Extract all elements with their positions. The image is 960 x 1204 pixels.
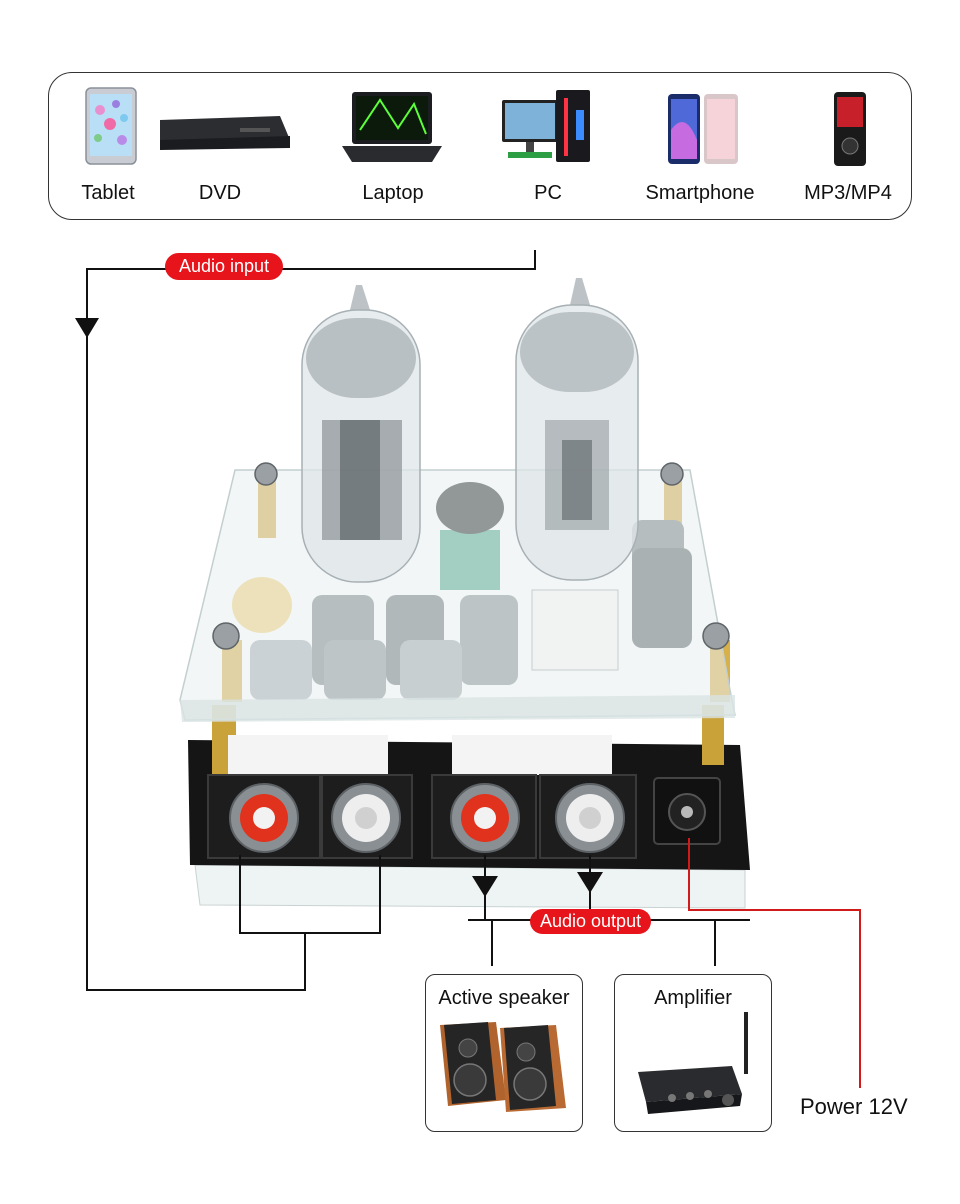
- rca-input-right-white: [321, 774, 413, 859]
- dvd-player-icon: [160, 116, 290, 150]
- rca-output-left-red: [431, 774, 537, 859]
- desktop-pc-icon: [502, 90, 590, 162]
- active-speaker-box: Active speaker: [425, 974, 583, 1132]
- mp3-player-icon: [834, 92, 866, 166]
- audio-input-label: Audio input: [165, 253, 284, 280]
- power-path: [688, 838, 861, 1088]
- rca-input-left-red: [207, 774, 321, 859]
- source-label-smartphone: Smartphone: [645, 182, 755, 204]
- vacuum-tube-right: [515, 278, 639, 671]
- active-speaker-title: Active speaker: [438, 987, 570, 1009]
- source-label-mp3: MP3/MP4: [804, 182, 892, 204]
- power-label: Power 12V: [800, 1094, 908, 1119]
- amplifier-title: Amplifier: [654, 987, 732, 1009]
- source-devices-panel: [48, 72, 912, 220]
- laptop-icon: [342, 92, 442, 162]
- audio-input-arrow: [75, 318, 99, 338]
- amplifier-box: Amplifier: [614, 974, 772, 1132]
- audio-input-path: [86, 250, 536, 991]
- output-arrow-left: [472, 876, 498, 897]
- tablet-icon: [85, 87, 137, 165]
- smartphone-icon: [668, 94, 738, 164]
- rca-output-right-white: [539, 774, 637, 859]
- dc-power-jack: [653, 777, 721, 845]
- source-label-tablet: Tablet: [81, 182, 135, 204]
- source-label-pc: PC: [534, 182, 562, 204]
- source-label-laptop: Laptop: [362, 182, 424, 204]
- bookshelf-speakers-icon: [440, 1022, 566, 1112]
- amplifier-icon: [638, 1012, 748, 1114]
- output-arrow-right: [577, 872, 603, 893]
- tube-preamp-board: [179, 278, 750, 909]
- vacuum-tube-left: [301, 285, 421, 583]
- audio-output-label: Audio output: [530, 909, 652, 934]
- source-label-dvd: DVD: [198, 182, 242, 204]
